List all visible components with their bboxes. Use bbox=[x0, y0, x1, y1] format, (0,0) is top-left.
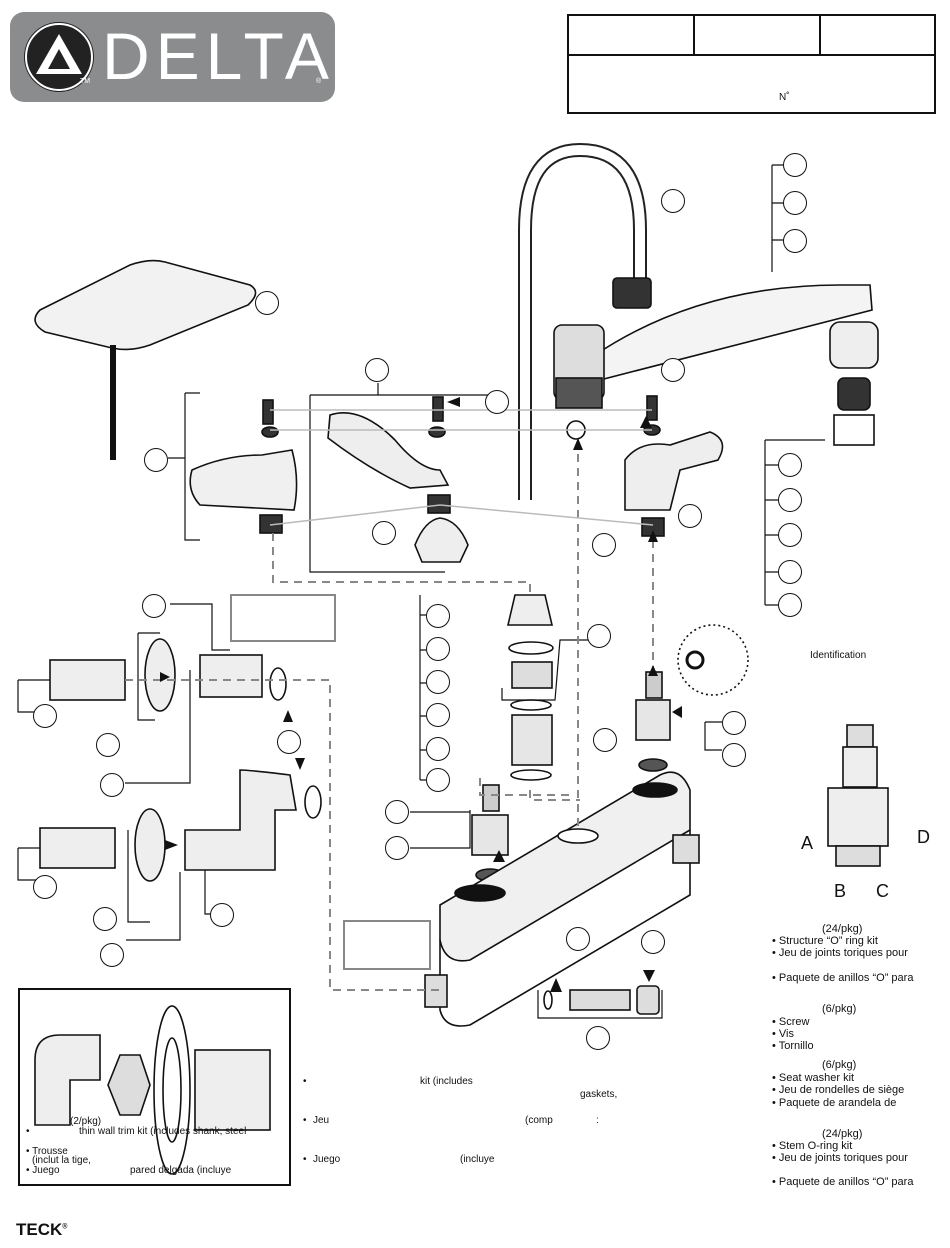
callout bbox=[33, 875, 57, 899]
stem-letter-c: C bbox=[876, 881, 889, 901]
kit-text-es-incluye: (incluye bbox=[460, 1154, 495, 1165]
callout bbox=[365, 358, 389, 382]
model-number-label: N˚ bbox=[779, 92, 790, 103]
info-header-row bbox=[569, 16, 934, 56]
callout bbox=[678, 504, 702, 528]
callout bbox=[426, 604, 450, 628]
bullet: • bbox=[303, 1076, 307, 1087]
callout bbox=[778, 488, 802, 512]
structure-kit-qty: (24/pkg) bbox=[822, 923, 863, 935]
callout bbox=[426, 737, 450, 761]
callout bbox=[778, 453, 802, 477]
inset-fr-1: • Trousse bbox=[26, 1146, 68, 1157]
stem-letter-b: B bbox=[834, 881, 847, 901]
callout bbox=[778, 523, 802, 547]
callout bbox=[426, 637, 450, 661]
callout bbox=[722, 743, 746, 767]
callout bbox=[566, 927, 590, 951]
callout bbox=[783, 229, 807, 253]
thin-wall-kit-inset bbox=[18, 988, 291, 1186]
callout bbox=[96, 733, 120, 757]
note-box bbox=[230, 594, 336, 642]
screw-qty: (6/pkg) bbox=[822, 1003, 857, 1015]
stem-letter-a: A bbox=[801, 833, 814, 853]
screw-en: • Screw bbox=[772, 1016, 810, 1028]
registered-mark: ® bbox=[316, 78, 322, 85]
seat-washer-en: • Seat washer kit bbox=[772, 1072, 855, 1084]
callout bbox=[586, 1026, 610, 1050]
stem-letter-d: D bbox=[917, 827, 930, 847]
callout bbox=[100, 773, 124, 797]
callout bbox=[426, 703, 450, 727]
inset-es-1: • Juego bbox=[26, 1165, 60, 1176]
info-box: N˚ bbox=[567, 14, 936, 114]
bullet: • bbox=[26, 1126, 30, 1137]
callout bbox=[778, 593, 802, 617]
callout bbox=[385, 836, 409, 860]
callout bbox=[33, 704, 57, 728]
teck-brand-text: TECK bbox=[16, 1220, 63, 1239]
structure-kit-fr: • Jeu de joints toriques pour bbox=[772, 947, 908, 959]
seat-washer-es: • Paquete de arandela de bbox=[772, 1097, 897, 1109]
callout bbox=[592, 533, 616, 557]
screw-es: • Tornillo bbox=[772, 1040, 814, 1052]
bullet: • bbox=[303, 1115, 307, 1126]
callout bbox=[210, 903, 234, 927]
callout bbox=[372, 521, 396, 545]
callout bbox=[783, 191, 807, 215]
kit-text-fr: Jeu bbox=[313, 1115, 330, 1126]
callout bbox=[277, 730, 301, 754]
kit-text-fr-comp: (comp bbox=[525, 1115, 553, 1126]
callout bbox=[778, 560, 802, 584]
stem-oring-es: • Paquete de anillos “O” para bbox=[772, 1176, 914, 1188]
callout bbox=[93, 907, 117, 931]
kit-text-es: Juego bbox=[313, 1154, 341, 1165]
callout bbox=[587, 624, 611, 648]
stem-oring-fr: • Jeu de joints toriques pour bbox=[772, 1152, 908, 1164]
inset-fr-2: (inclut la tige, bbox=[32, 1155, 91, 1166]
teck-brand: TECK® bbox=[16, 1220, 67, 1240]
structure-kit-en: • Structure “O” ring kit bbox=[772, 935, 878, 947]
callout bbox=[144, 448, 168, 472]
callout-soap-dish bbox=[255, 291, 279, 315]
trademark-mark: TM bbox=[80, 78, 91, 85]
callout bbox=[485, 390, 509, 414]
stem-identification-label: Identification bbox=[810, 650, 867, 661]
inset-en: thin wall trim kit (includes shank, stee… bbox=[79, 1126, 247, 1137]
callout bbox=[426, 670, 450, 694]
callout bbox=[783, 153, 807, 177]
callout-spout bbox=[661, 189, 685, 213]
info-divider bbox=[693, 16, 695, 54]
inset-es-2: pared delgada (incluye bbox=[130, 1165, 232, 1176]
kit-text-en: kit (includes bbox=[420, 1076, 473, 1087]
callout bbox=[641, 930, 665, 954]
callout bbox=[661, 358, 685, 382]
teck-registered-mark: ® bbox=[62, 1223, 68, 1231]
callout bbox=[426, 768, 450, 792]
kit-text-fr-colon: : bbox=[596, 1115, 599, 1126]
seat-washer-fr: • Jeu de rondelles de siège bbox=[772, 1084, 905, 1096]
bullet: • bbox=[303, 1154, 307, 1165]
inset-qty: (2/pkg) bbox=[70, 1116, 102, 1127]
callout bbox=[142, 594, 166, 618]
stem-oring-en: • Stem O-ring kit bbox=[772, 1140, 853, 1152]
kit-text-gaskets: gaskets, bbox=[580, 1089, 618, 1100]
delta-triangle-icon bbox=[24, 22, 94, 92]
callout bbox=[385, 800, 409, 824]
brand-name: DELTA bbox=[102, 19, 335, 93]
callout bbox=[593, 728, 617, 752]
screw-fr: • Vis bbox=[772, 1028, 794, 1040]
note-box bbox=[343, 920, 431, 970]
callout bbox=[722, 711, 746, 735]
info-divider bbox=[819, 16, 821, 54]
seat-washer-qty: (6/pkg) bbox=[822, 1059, 857, 1071]
stem-oring-qty: (24/pkg) bbox=[822, 1128, 863, 1140]
structure-kit-es: • Paquete de anillos “O” para bbox=[772, 972, 914, 984]
callout bbox=[100, 943, 124, 967]
